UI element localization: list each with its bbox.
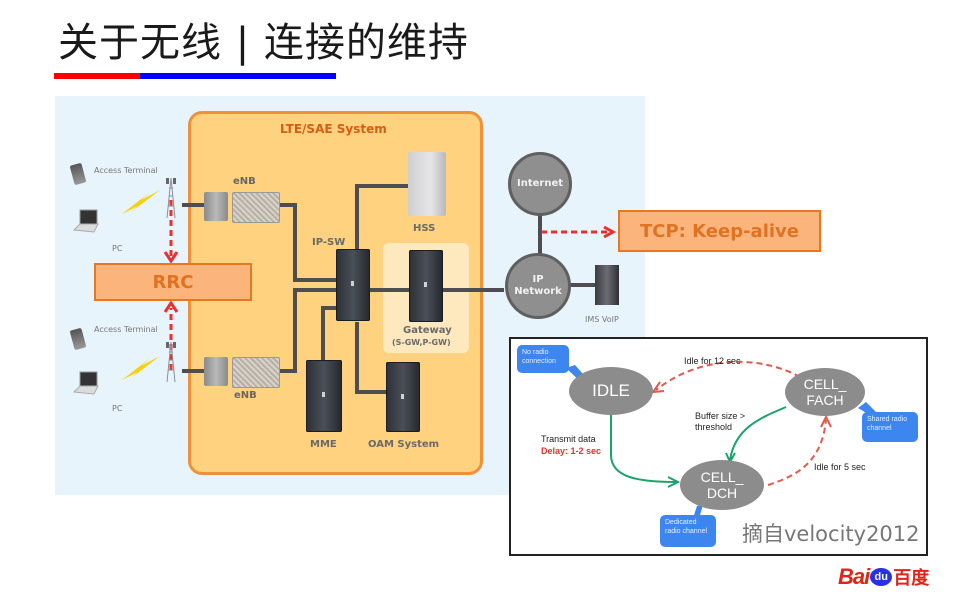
bubble-shared-radio-channel: Shared radio channel [862,412,918,442]
state-cell-dch: CELL_ DCH [680,460,764,510]
internet-label: Internet [516,178,563,189]
mme-server-icon [306,360,342,432]
gateway-sub-label: (S-GW,P-GW) [392,338,451,347]
wire-enb-top-ipsw [278,203,340,282]
wire-ipsw-mme [321,306,340,362]
ip-network-node: IP Network [505,253,571,319]
tcp-keepalive-callout: TCP: Keep-alive [618,210,821,252]
ims-server-icon [595,265,619,305]
wireless-bolt-bottom [122,356,160,380]
label-idle-for-5-sec: Idle for 5 sec [814,462,866,472]
title-underline-blue [140,73,336,79]
lte-system-title: LTE/SAE System [280,122,387,136]
ip-sw-server-icon [336,249,370,321]
pc-label-top: PC [112,244,123,253]
access-terminal-label-top: Access Terminal [94,166,158,175]
cell-tower-icon [166,341,176,382]
enb-label-top: eNB [233,176,256,187]
ims-label: IMS VoIP [585,315,619,324]
state-idle: IDLE [569,367,653,415]
bubble-no-radio-connection: No radio connection [517,345,569,373]
enb-antenna-icon [232,357,280,388]
enb-unit-icon [204,357,228,386]
transition-fach-to-dch [729,406,787,461]
ip-network-label: IP Network [514,274,562,297]
bubble-dedicated-radio-channel: Dedicated radio channel [660,515,716,547]
laptop-icon [72,209,99,233]
state-dch-label-line1: CELL_ [700,469,744,485]
oam-label: OAM System [368,439,440,450]
enb-antenna-icon [232,192,280,223]
state-cell-fach: CELL_ FACH [785,368,865,416]
baidu-paw-icon: du [870,568,893,586]
enb-unit-icon [204,192,228,221]
enb-label-bottom: eNB [234,390,257,401]
source-credit: 摘自velocity2012 [742,522,920,546]
gateway-label: Gateway [403,325,452,336]
cell-tower-icon [166,177,176,218]
tcp-keepalive-label: TCP: Keep-alive [640,220,799,242]
label-buffer-size-line2: threshold [695,422,733,432]
state-idle-label: IDLE [592,381,630,400]
gateway-server-icon [409,250,443,322]
state-fach-label-line2: FACH [806,392,844,408]
wire-enb-bottom-ipsw [278,288,340,373]
ip-sw-label: IP-SW [312,237,346,248]
wireless-bolt-top [122,190,160,214]
label-delay: Delay: 1-2 sec [541,446,602,456]
rrc-label: RRC [152,271,194,293]
label-transmit-data: Transmit data [541,434,596,444]
title-underline-red [54,73,140,79]
transition-fach-to-idle [655,360,801,391]
transition-idle-to-dch [610,415,677,483]
hss-server-icon [408,152,446,216]
baidu-logo-text-left: Bai [838,564,870,589]
oam-server-icon [386,362,420,432]
wire-ipsw-oam [355,322,388,394]
access-terminal-label-bottom: Access Terminal [94,325,158,334]
mme-label: MME [310,439,337,450]
baidu-logo: Bai du 百度 [838,562,929,592]
label-idle-for-12-sec: Idle for 12 sec [684,356,741,366]
laptop-icon [72,371,99,395]
rrc-callout: RRC [94,263,252,301]
state-dch-label-line2: DCH [706,485,738,501]
state-fach-label-line1: CELL_ [803,376,847,392]
internet-node: Internet [508,152,572,216]
hss-label: HSS [413,223,436,234]
transition-dch-to-fach [767,419,827,486]
pc-label-bottom: PC [112,404,123,413]
label-buffer-size-line1: Buffer size > [695,411,746,421]
wire-ipsw-hss [355,184,408,250]
baidu-logo-text-right: 百度 [893,568,930,588]
slide-title: 关于无线 | 连接的维持 [58,20,469,66]
